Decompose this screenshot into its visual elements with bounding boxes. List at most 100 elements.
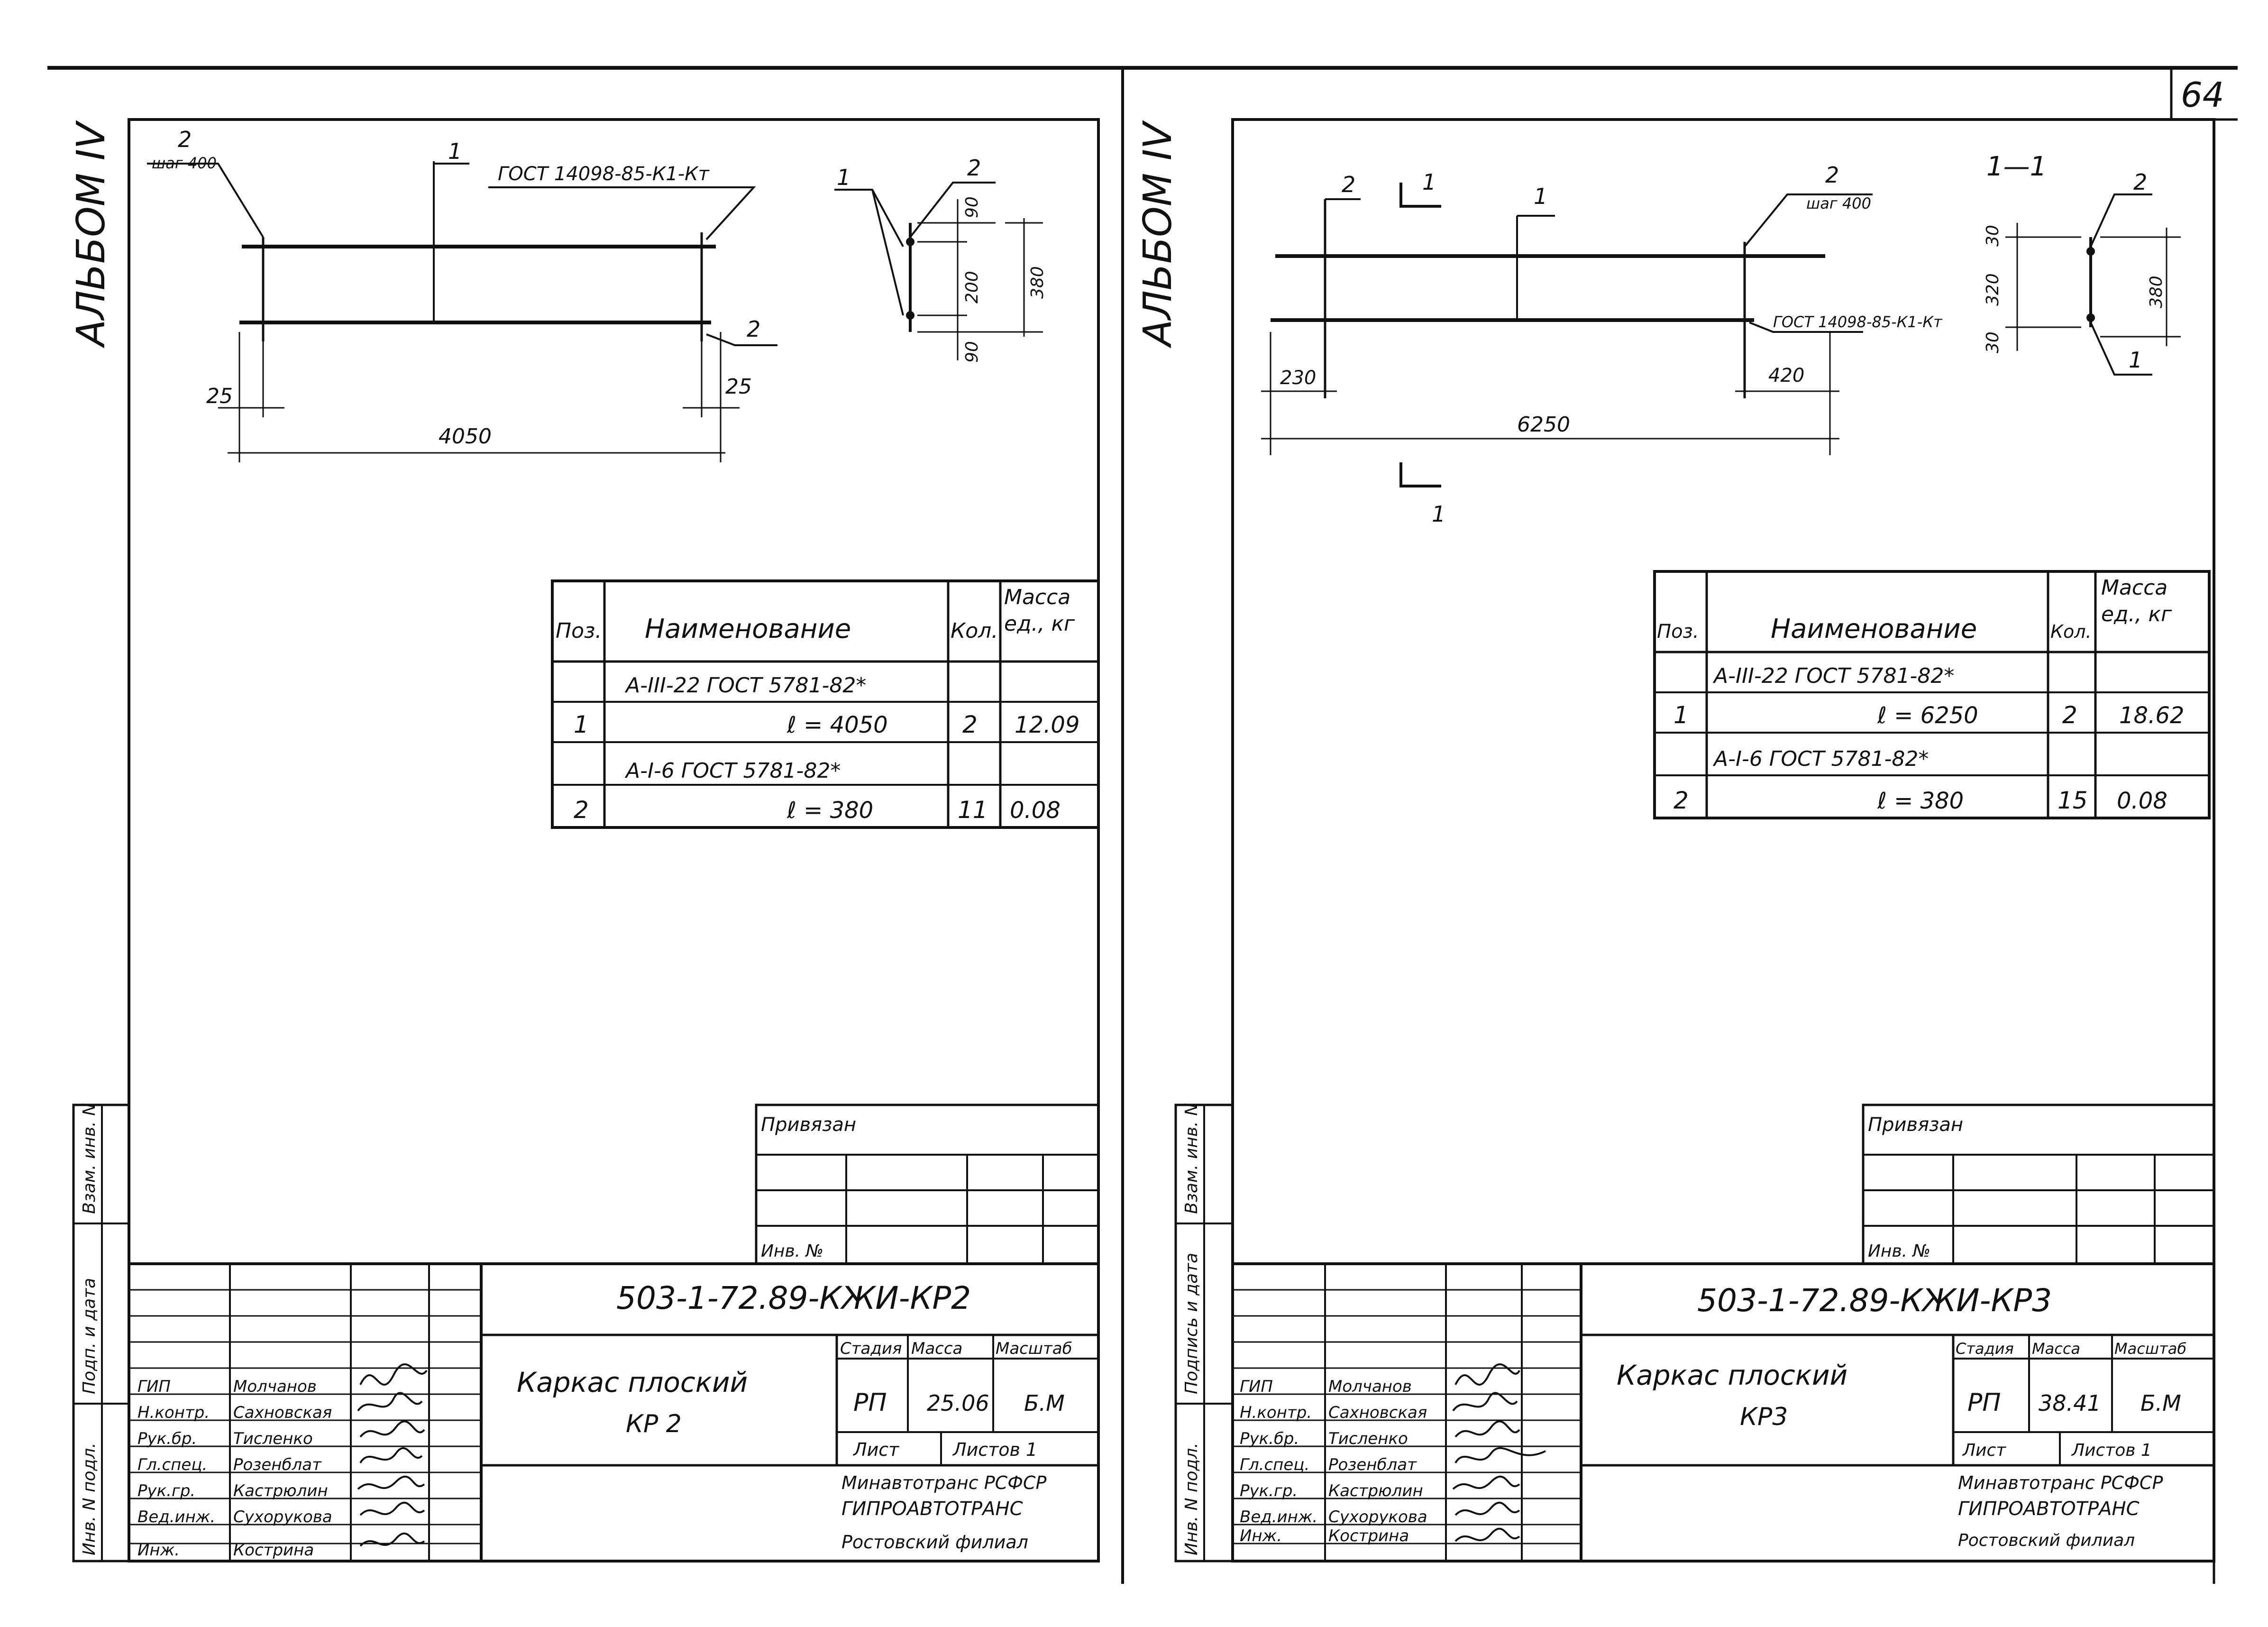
tb-code: 503-1-72.89-КЖИ-КР2 [616, 1280, 971, 1316]
tb-person-4: Кастрюлин [233, 1481, 328, 1500]
tb-scale: Б.М [2140, 1390, 2181, 1416]
spec-table: Поз. Наименование Кол. Масса ед., кг А-I… [1653, 570, 2211, 819]
side-stamp-podp-data: Подпись и дата [1182, 1253, 1201, 1394]
spec-header-mass: Масса ед., кг [2101, 576, 2172, 626]
tb-col-stage: Стадия [1956, 1340, 2014, 1358]
tb-role-1: Н.контр. [1240, 1403, 1312, 1422]
spec-row1-name: А-III-22 ГОСТ 5781-82* [1712, 664, 1954, 688]
tb-person-6: Кострина [1328, 1526, 1409, 1545]
spec-row4-pos: 2 [574, 796, 589, 824]
spec-row2-name: ℓ = 6250 [1877, 702, 1978, 729]
spec-header-pos: Поз. [1657, 621, 1699, 643]
spec-row2-mass: 12.09 [1015, 712, 1079, 738]
dim-right: 25 [725, 375, 752, 399]
sec-dim-bot: 90 [962, 341, 982, 363]
spec-table: Поз. Наименование Кол. Масса ед., кг А-I… [551, 579, 1100, 829]
tb-person-2: Тисленко [233, 1429, 313, 1448]
sec-label-2: 2 [2133, 169, 2147, 195]
section-mark-top: 1 [1422, 169, 1436, 195]
tb-role-3: Гл.спец. [137, 1455, 207, 1474]
title-block: 503-1-72.89-КЖИ-КР2 Каркас плоский КР 2 … [129, 1262, 1098, 1561]
tb-person-2: Тисленко [1328, 1429, 1408, 1448]
side-stamp-inv-podl: Инв. N подл. [1182, 1443, 1201, 1555]
spec-row4-qty: 15 [2058, 787, 2088, 814]
album-label: АЛЬБОМ IV [69, 120, 114, 349]
tb-role-0: ГИП [137, 1377, 171, 1396]
spec-row1-name: А-III-22 ГОСТ 5781-82* [624, 673, 866, 698]
spec-row2-qty: 2 [962, 711, 978, 738]
tb-role-0: ГИП [1240, 1377, 1273, 1396]
spec-row4-mass: 0.08 [1010, 797, 1061, 824]
spec-row2-mass: 18.62 [2119, 702, 2184, 729]
sheet-left: АЛЬБОМ IV Инв. N подл. Подп. и дата Взам… [69, 118, 1100, 1563]
tb-col-scale: Масштаб [996, 1339, 1072, 1358]
tb-role-4: Рук.гр. [1240, 1481, 1298, 1500]
tb-person-3: Розенблат [233, 1455, 322, 1474]
spec-header-qty: Кол. [951, 619, 998, 643]
tb-person-1: Сахновская [1328, 1403, 1427, 1422]
spec-header-qty: Кол. [2050, 621, 2092, 642]
side-stamp-inv-podl: Инв. N подл. [80, 1443, 99, 1555]
tb-person-4: Кастрюлин [1328, 1481, 1423, 1500]
tb-stage: РП [1967, 1388, 2001, 1417]
label-pos1: 1 [1534, 184, 1547, 209]
label-gost: ГОСТ 14098-85-К1-Кт [1773, 313, 1943, 331]
tb-stage: РП [853, 1388, 887, 1417]
title-block: 503-1-72.89-КЖИ-КР3 Каркас плоский КР3 С… [1233, 1262, 2214, 1561]
side-stamp-vzam-inv: Взам. инв. N [1182, 1103, 1201, 1214]
sec-dim-total: 380 [2147, 276, 2166, 308]
tb-col-scale: Масштаб [2114, 1340, 2186, 1358]
label-pos2: 2 [1825, 162, 1839, 188]
tb-sheet: Лист [1962, 1441, 2006, 1460]
tb-mass: 25.06 [927, 1390, 989, 1416]
binding-block: Привязан Инв. № [755, 1103, 1100, 1265]
tb-org3: Ростовский филиал [1958, 1531, 2135, 1550]
tb-sheet: Лист [852, 1439, 900, 1460]
spec-row4-name: ℓ = 380 [786, 797, 873, 824]
spec-header-name: Наименование [1771, 614, 1977, 644]
binding-inv: Инв. № [761, 1241, 823, 1261]
spec-row4-qty: 11 [958, 796, 988, 824]
tb-person-0: Молчанов [1328, 1377, 1412, 1396]
signatures [1452, 1363, 1546, 1542]
tb-org2: ГИПРОАВТОТРАНС [841, 1498, 1023, 1520]
tb-name-line1: Каркас плоский [517, 1366, 748, 1398]
side-stamp-vzam-inv: Взам. инв. N [80, 1103, 99, 1214]
label-step: шаг 400 [152, 154, 217, 172]
spec-row2-qty: 2 [2062, 701, 2077, 729]
sec-dim-top: 30 [1983, 225, 2003, 247]
spec-row3-name: А-I-6 ГОСТ 5781-82* [1712, 747, 1929, 771]
label-gost: ГОСТ 14098-85-К1-Кт [498, 163, 710, 185]
spec-row4-name: ℓ = 380 [1877, 788, 1964, 814]
label-pos2-top: 2 [178, 127, 192, 152]
tb-role-5: Вед.инж. [137, 1508, 215, 1526]
spec-header-mass: Масса ед., кг [1004, 585, 1075, 636]
dim-right: 420 [1768, 365, 1804, 386]
side-stamp-podp-data: Подп. и дата [80, 1278, 99, 1394]
tb-role-1: Н.контр. [137, 1403, 210, 1422]
tb-col-stage: Стадия [840, 1339, 902, 1358]
tb-role-6: Инж. [1240, 1526, 1282, 1545]
label-pos1: 1 [448, 138, 462, 164]
sec-dim-mid: 200 [962, 271, 982, 303]
binding-title: Привязан [1868, 1114, 1963, 1136]
spec-header-pos: Поз. [556, 619, 602, 643]
section-mark-bottom: 1 [1432, 501, 1445, 527]
tb-col-mass: Масса [911, 1339, 962, 1358]
tb-col-mass: Масса [2032, 1340, 2080, 1358]
label-step: шаг 400 [1806, 194, 1871, 212]
tb-scale: Б.М [1024, 1390, 1065, 1416]
page-number: 64 [2181, 75, 2224, 115]
spec-row4-pos: 2 [1674, 787, 1689, 814]
tb-sheets-total: Листов 1 [2071, 1441, 2152, 1460]
tb-code: 503-1-72.89-КЖИ-КР3 [1697, 1282, 2052, 1319]
tb-org1: Минавтотранс РСФСР [1958, 1472, 2163, 1493]
spec-row2-name: ℓ = 4050 [786, 712, 888, 738]
spec-row2-pos: 1 [574, 711, 589, 738]
dim-total: 6250 [1517, 413, 1570, 437]
tb-org1: Минавтотранс РСФСР [841, 1472, 1046, 1493]
dim-total: 4050 [439, 424, 492, 449]
section-title: 1—1 [1986, 151, 2047, 182]
